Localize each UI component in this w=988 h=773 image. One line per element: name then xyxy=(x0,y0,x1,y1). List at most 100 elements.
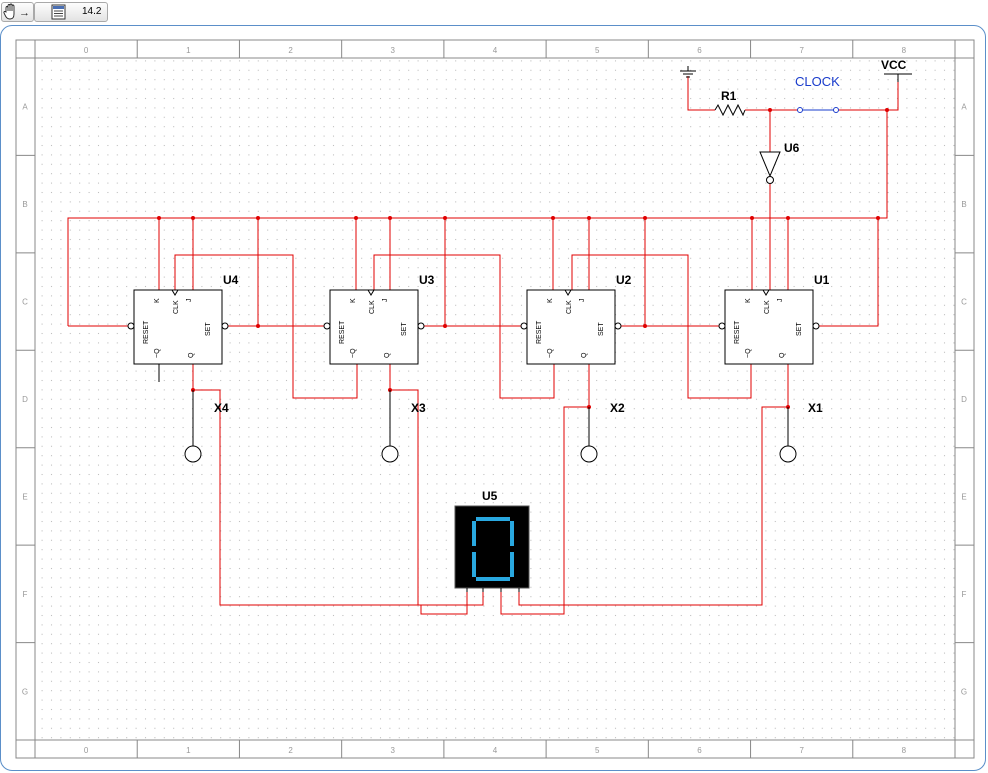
column-label-top: 6 xyxy=(697,46,702,55)
u1-label: U1 xyxy=(814,273,830,287)
column-label-top: 2 xyxy=(288,46,293,55)
probe-x4[interactable]: X4 xyxy=(184,390,229,463)
pin-clk-label: CLK xyxy=(173,300,180,314)
vcc-source[interactable]: VCC xyxy=(881,58,912,82)
column-labels-bottom: 0 1 2 3 4 5 6 7 8 xyxy=(84,746,907,755)
pin-j-label: J xyxy=(777,299,784,303)
row-label-left: B xyxy=(22,200,27,209)
pin-nq-label: ~Q xyxy=(745,348,752,358)
pin-nq-label: ~Q xyxy=(154,348,161,358)
column-label-bottom: 0 xyxy=(84,746,89,755)
document-icon xyxy=(51,4,66,20)
row-label-left: F xyxy=(23,590,28,599)
pin-set-label: SET xyxy=(598,322,605,336)
x4-label: X4 xyxy=(214,401,229,415)
clock-switch[interactable]: CLOCK xyxy=(795,74,840,113)
hand-pan-icon xyxy=(3,3,15,20)
column-label-top: 3 xyxy=(391,46,396,55)
pin-nq-label: ~Q xyxy=(547,348,554,358)
row-label-left: A xyxy=(22,103,28,112)
junction-dots xyxy=(157,108,889,409)
u3-label: U3 xyxy=(419,273,435,287)
probe-x1[interactable]: X1 xyxy=(779,401,823,463)
column-label-bottom: 8 xyxy=(902,746,907,755)
u6-label: U6 xyxy=(784,141,800,155)
pin-k-label: K xyxy=(745,298,752,303)
column-label-top: 4 xyxy=(493,46,498,55)
pin-set-label: SET xyxy=(401,322,408,336)
column-label-bottom: 5 xyxy=(595,746,600,755)
column-label-bottom: 3 xyxy=(391,746,396,755)
u2-label: U2 xyxy=(616,273,632,287)
column-label-bottom: 2 xyxy=(288,746,293,755)
seven-segment-display-u5[interactable]: U5 0 xyxy=(454,489,530,592)
jk-flipflop-u4[interactable]: U4K CLK J RESET SET ~Q Q xyxy=(127,273,239,365)
zoom-level-label: 14.2 xyxy=(82,6,102,17)
arrow-glyph: → xyxy=(19,7,30,19)
pin-reset-label: RESET xyxy=(339,320,346,344)
column-label-top: 0 xyxy=(84,46,89,55)
pin-k-label: K xyxy=(154,298,161,303)
u5-label: U5 xyxy=(482,489,498,503)
column-labels-top: 0 1 2 3 4 5 6 7 8 xyxy=(84,46,907,55)
vcc-label: VCC xyxy=(881,58,907,72)
pin-j-label: J xyxy=(382,299,389,303)
pin-clk-label: CLK xyxy=(764,300,771,314)
row-label-right: E xyxy=(961,492,966,501)
x3-label: X3 xyxy=(411,401,426,415)
pin-q-label: Q xyxy=(779,352,786,358)
pin-reset-label: RESET xyxy=(143,320,150,344)
pan-tool-button[interactable]: → xyxy=(1,2,34,22)
column-label-top: 8 xyxy=(902,46,907,55)
pin-clk-label: CLK xyxy=(369,300,376,314)
row-label-left: C xyxy=(22,298,28,307)
jk-flipflop-u3[interactable]: U3K CLK J RESET SET ~Q Q xyxy=(323,273,435,365)
probe-x3[interactable]: X3 xyxy=(381,390,426,463)
pin-reset-label: RESET xyxy=(734,320,741,344)
column-label-bottom: 6 xyxy=(697,746,702,755)
row-label-right: G xyxy=(961,687,967,696)
row-label-right: A xyxy=(961,103,967,112)
row-label-right: C xyxy=(961,298,967,307)
sheet-border xyxy=(15,39,975,759)
probe-x2[interactable]: X2 xyxy=(580,401,625,463)
pin-q-label: Q xyxy=(188,352,195,358)
clock-label: CLOCK xyxy=(795,74,840,89)
column-label-top: 1 xyxy=(186,46,191,55)
pin-j-label: J xyxy=(579,299,586,303)
r1-label: R1 xyxy=(721,89,737,103)
resistor-r1[interactable]: R1 xyxy=(714,89,746,117)
pin-clk-label: CLK xyxy=(566,300,573,314)
display-digit: 0 xyxy=(493,548,494,550)
zoom-button[interactable] xyxy=(34,2,108,22)
toolbar: → 14.2 xyxy=(0,0,988,24)
digit-zero-segments xyxy=(472,517,514,581)
u4-label: U4 xyxy=(223,273,239,287)
column-label-top: 7 xyxy=(799,46,804,55)
x1-label: X1 xyxy=(808,401,823,415)
wire-network[interactable] xyxy=(67,76,899,615)
row-label-right: B xyxy=(961,200,966,209)
column-label-top: 5 xyxy=(595,46,600,55)
row-label-right: D xyxy=(961,395,967,404)
pin-set-label: SET xyxy=(205,322,212,336)
row-label-left: E xyxy=(22,492,27,501)
inverter-u6[interactable]: U6 xyxy=(759,141,800,184)
ground-symbol[interactable] xyxy=(680,66,696,78)
pin-q-label: Q xyxy=(581,352,588,358)
pin-j-label: J xyxy=(186,299,193,303)
column-label-bottom: 7 xyxy=(799,746,804,755)
pin-q-label: Q xyxy=(384,352,391,358)
column-label-bottom: 1 xyxy=(186,746,191,755)
row-label-left: G xyxy=(22,687,28,696)
pin-k-label: K xyxy=(350,298,357,303)
row-labels-right: A B C D E F G xyxy=(961,103,967,697)
column-label-bottom: 4 xyxy=(493,746,498,755)
x2-label: X2 xyxy=(610,401,625,415)
row-label-right: F xyxy=(962,590,967,599)
pin-nq-label: ~Q xyxy=(350,348,357,358)
